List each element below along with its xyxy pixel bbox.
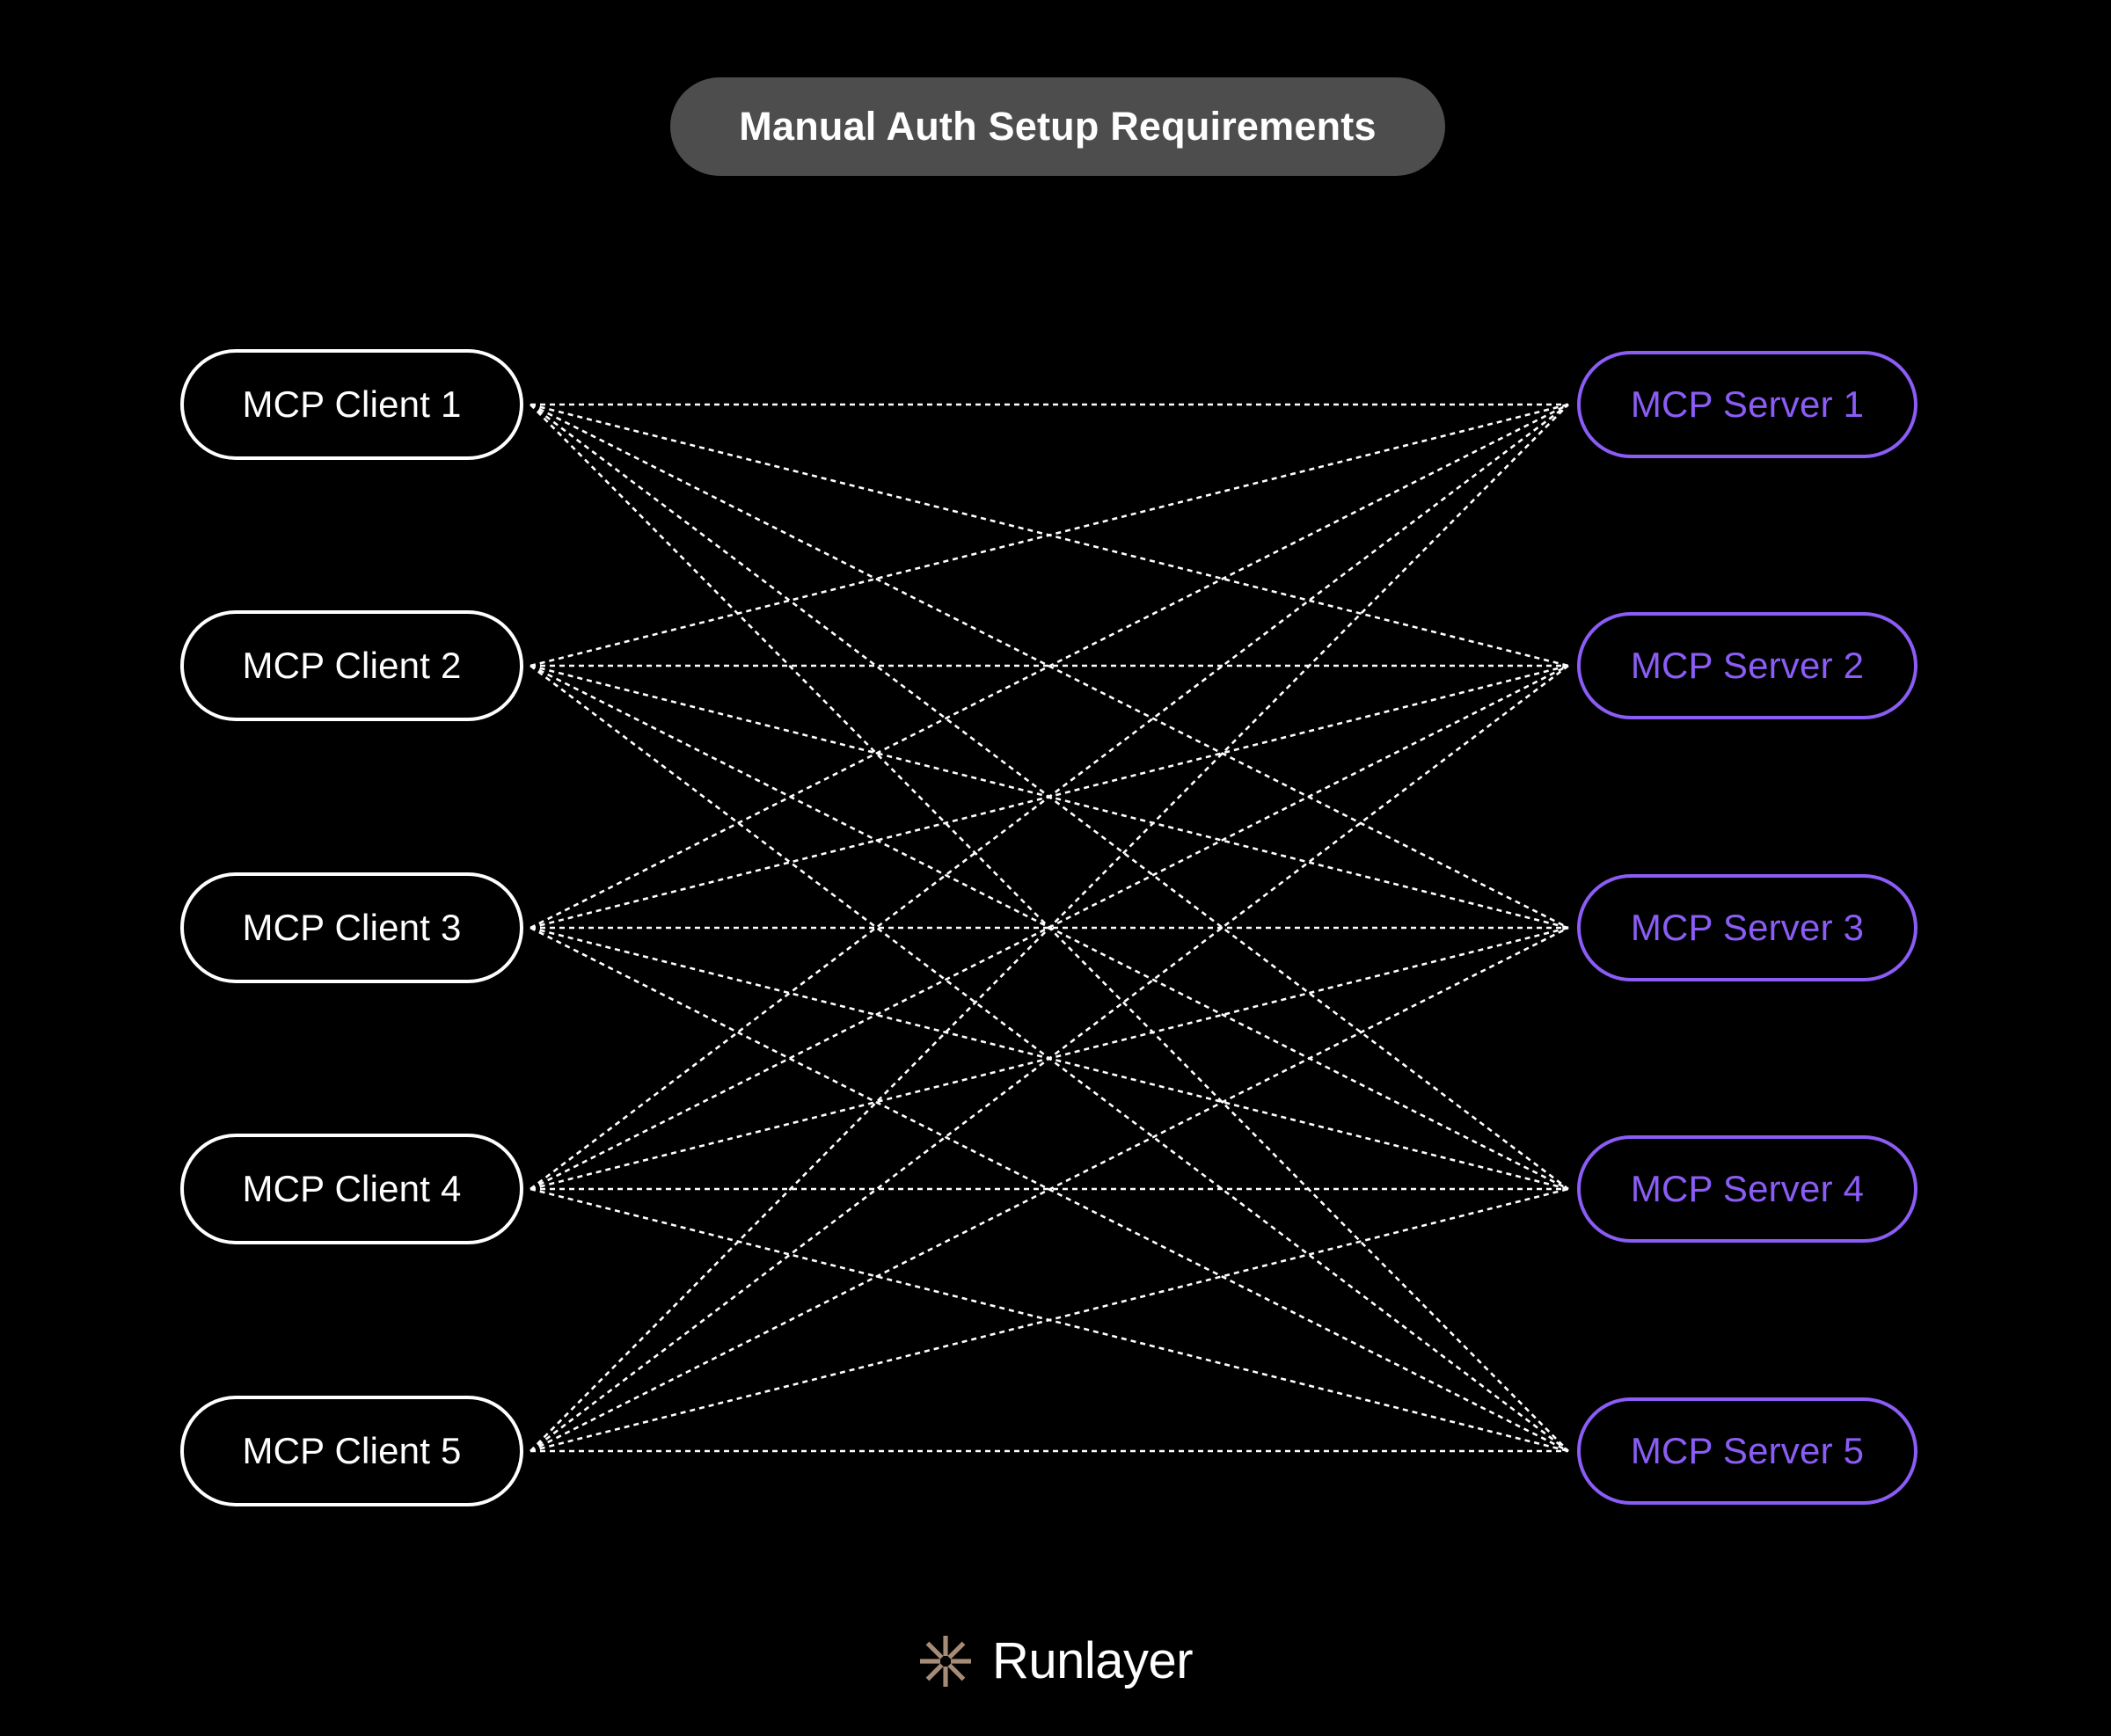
edge-client-3-server-5 (530, 926, 1569, 1453)
edge-client-4-server-3 (530, 926, 1569, 1191)
edge-client-3-server-2 (530, 664, 1569, 930)
node-mcp-client-5[interactable]: MCP Client 5 (180, 1396, 523, 1506)
node-label: MCP Client 5 (242, 1430, 462, 1471)
node-mcp-server-1[interactable]: MCP Server 1 (1577, 351, 1917, 458)
edge-client-5-server-3 (530, 926, 1569, 1453)
edge-client-4-server-1 (530, 403, 1569, 1191)
edge-client-5-server-2 (530, 664, 1569, 1453)
edge-group (530, 403, 1569, 1453)
node-label: MCP Server 4 (1630, 1168, 1865, 1209)
diagram-title-pill: Manual Auth Setup Requirements (670, 77, 1445, 176)
node-label: MCP Client 3 (242, 907, 462, 948)
node-label: MCP Server 1 (1630, 383, 1865, 425)
node-mcp-client-1[interactable]: MCP Client 1 (180, 349, 523, 460)
node-mcp-server-2[interactable]: MCP Server 2 (1577, 612, 1917, 719)
edge-client-2-server-4 (530, 664, 1569, 1191)
edge-client-3-server-1 (530, 403, 1569, 930)
node-label: MCP Server 3 (1630, 907, 1865, 948)
edge-client-5-server-1 (530, 404, 1569, 1452)
page-title: Manual Auth Setup Requirements (739, 104, 1377, 149)
edge-client-1-server-4 (530, 403, 1569, 1191)
edge-client-3-server-4 (530, 926, 1569, 1191)
brand-footer: Runlayer (0, 1631, 2111, 1690)
node-mcp-server-4[interactable]: MCP Server 4 (1577, 1135, 1917, 1243)
edge-client-1-server-5 (530, 404, 1569, 1452)
edge-client-4-server-5 (530, 1187, 1569, 1453)
asterisk-starburst-icon (919, 1635, 971, 1687)
edge-client-2-server-1 (530, 403, 1569, 667)
edge-client-5-server-4 (530, 1187, 1569, 1453)
node-label: MCP Server 2 (1630, 645, 1865, 686)
edge-client-2-server-5 (530, 664, 1569, 1453)
brand-name: Runlayer (991, 1632, 1194, 1689)
edge-client-2-server-3 (530, 664, 1569, 930)
node-mcp-client-4[interactable]: MCP Client 4 (180, 1134, 523, 1244)
node-mcp-client-3[interactable]: MCP Client 3 (180, 872, 523, 983)
edge-client-4-server-2 (530, 664, 1569, 1191)
node-label: MCP Client 1 (242, 383, 462, 425)
node-label: MCP Client 4 (242, 1168, 462, 1209)
node-label: MCP Server 5 (1630, 1430, 1865, 1471)
node-mcp-client-2[interactable]: MCP Client 2 (180, 610, 523, 721)
edge-client-1-server-2 (530, 403, 1569, 667)
node-mcp-server-3[interactable]: MCP Server 3 (1577, 874, 1917, 981)
node-label: MCP Client 2 (242, 645, 462, 686)
edge-client-1-server-3 (530, 403, 1569, 930)
node-mcp-server-5[interactable]: MCP Server 5 (1577, 1397, 1917, 1505)
